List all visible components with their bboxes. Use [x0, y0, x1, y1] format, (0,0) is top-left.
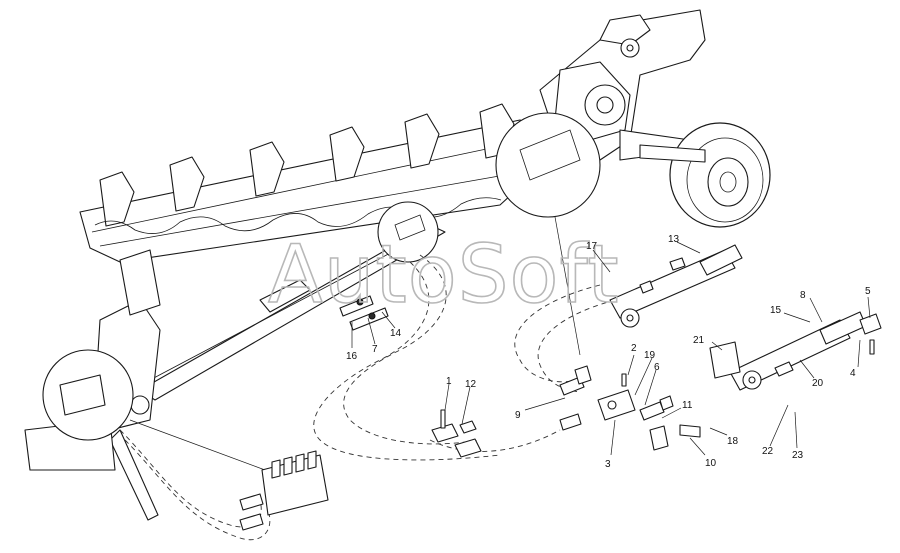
callout-12: 12	[465, 379, 477, 390]
callout-3: 3	[605, 459, 611, 470]
callout-16: 16	[346, 351, 358, 362]
lower-beam	[139, 224, 446, 401]
cylinder-upper	[609, 244, 743, 328]
callout-22: 22	[762, 446, 774, 457]
hydraulic-hoses	[119, 254, 616, 541]
control-valve-stack	[239, 450, 329, 531]
callout-23: 23	[792, 450, 804, 461]
callout-13: 13	[668, 234, 680, 245]
callout-8: 8	[800, 290, 806, 301]
watermark-text: AutoSoft	[268, 228, 620, 321]
callout-2: 2	[631, 343, 637, 354]
callout-20: 20	[812, 378, 824, 389]
callout-17: 17	[586, 241, 598, 252]
callout-15: 15	[770, 305, 782, 316]
callout-5: 5	[865, 286, 871, 297]
callout-labels: 13 17 8 15 5 4 21 20 2 19 6 11 3 9 10 18…	[346, 234, 871, 470]
detail-circles	[42, 112, 601, 471]
callout-leaders	[351, 241, 871, 456]
callout-7: 7	[372, 344, 378, 355]
callout-19: 19	[644, 350, 656, 361]
depth-wheel	[639, 122, 771, 228]
plough-frame	[79, 103, 561, 263]
callout-11: 11	[682, 400, 693, 411]
callout-14: 14	[390, 328, 402, 339]
callout-1: 1	[446, 376, 452, 387]
cylinder-right	[709, 311, 882, 391]
callout-6: 6	[654, 362, 660, 373]
valve-block	[559, 365, 701, 451]
callout-9: 9	[515, 410, 521, 421]
clamp-blocks	[431, 409, 482, 458]
callout-18: 18	[727, 436, 739, 447]
hose-fittings-left	[339, 295, 389, 331]
callout-10: 10	[705, 458, 717, 469]
callout-21: 21	[693, 335, 705, 346]
callout-4: 4	[850, 368, 856, 379]
